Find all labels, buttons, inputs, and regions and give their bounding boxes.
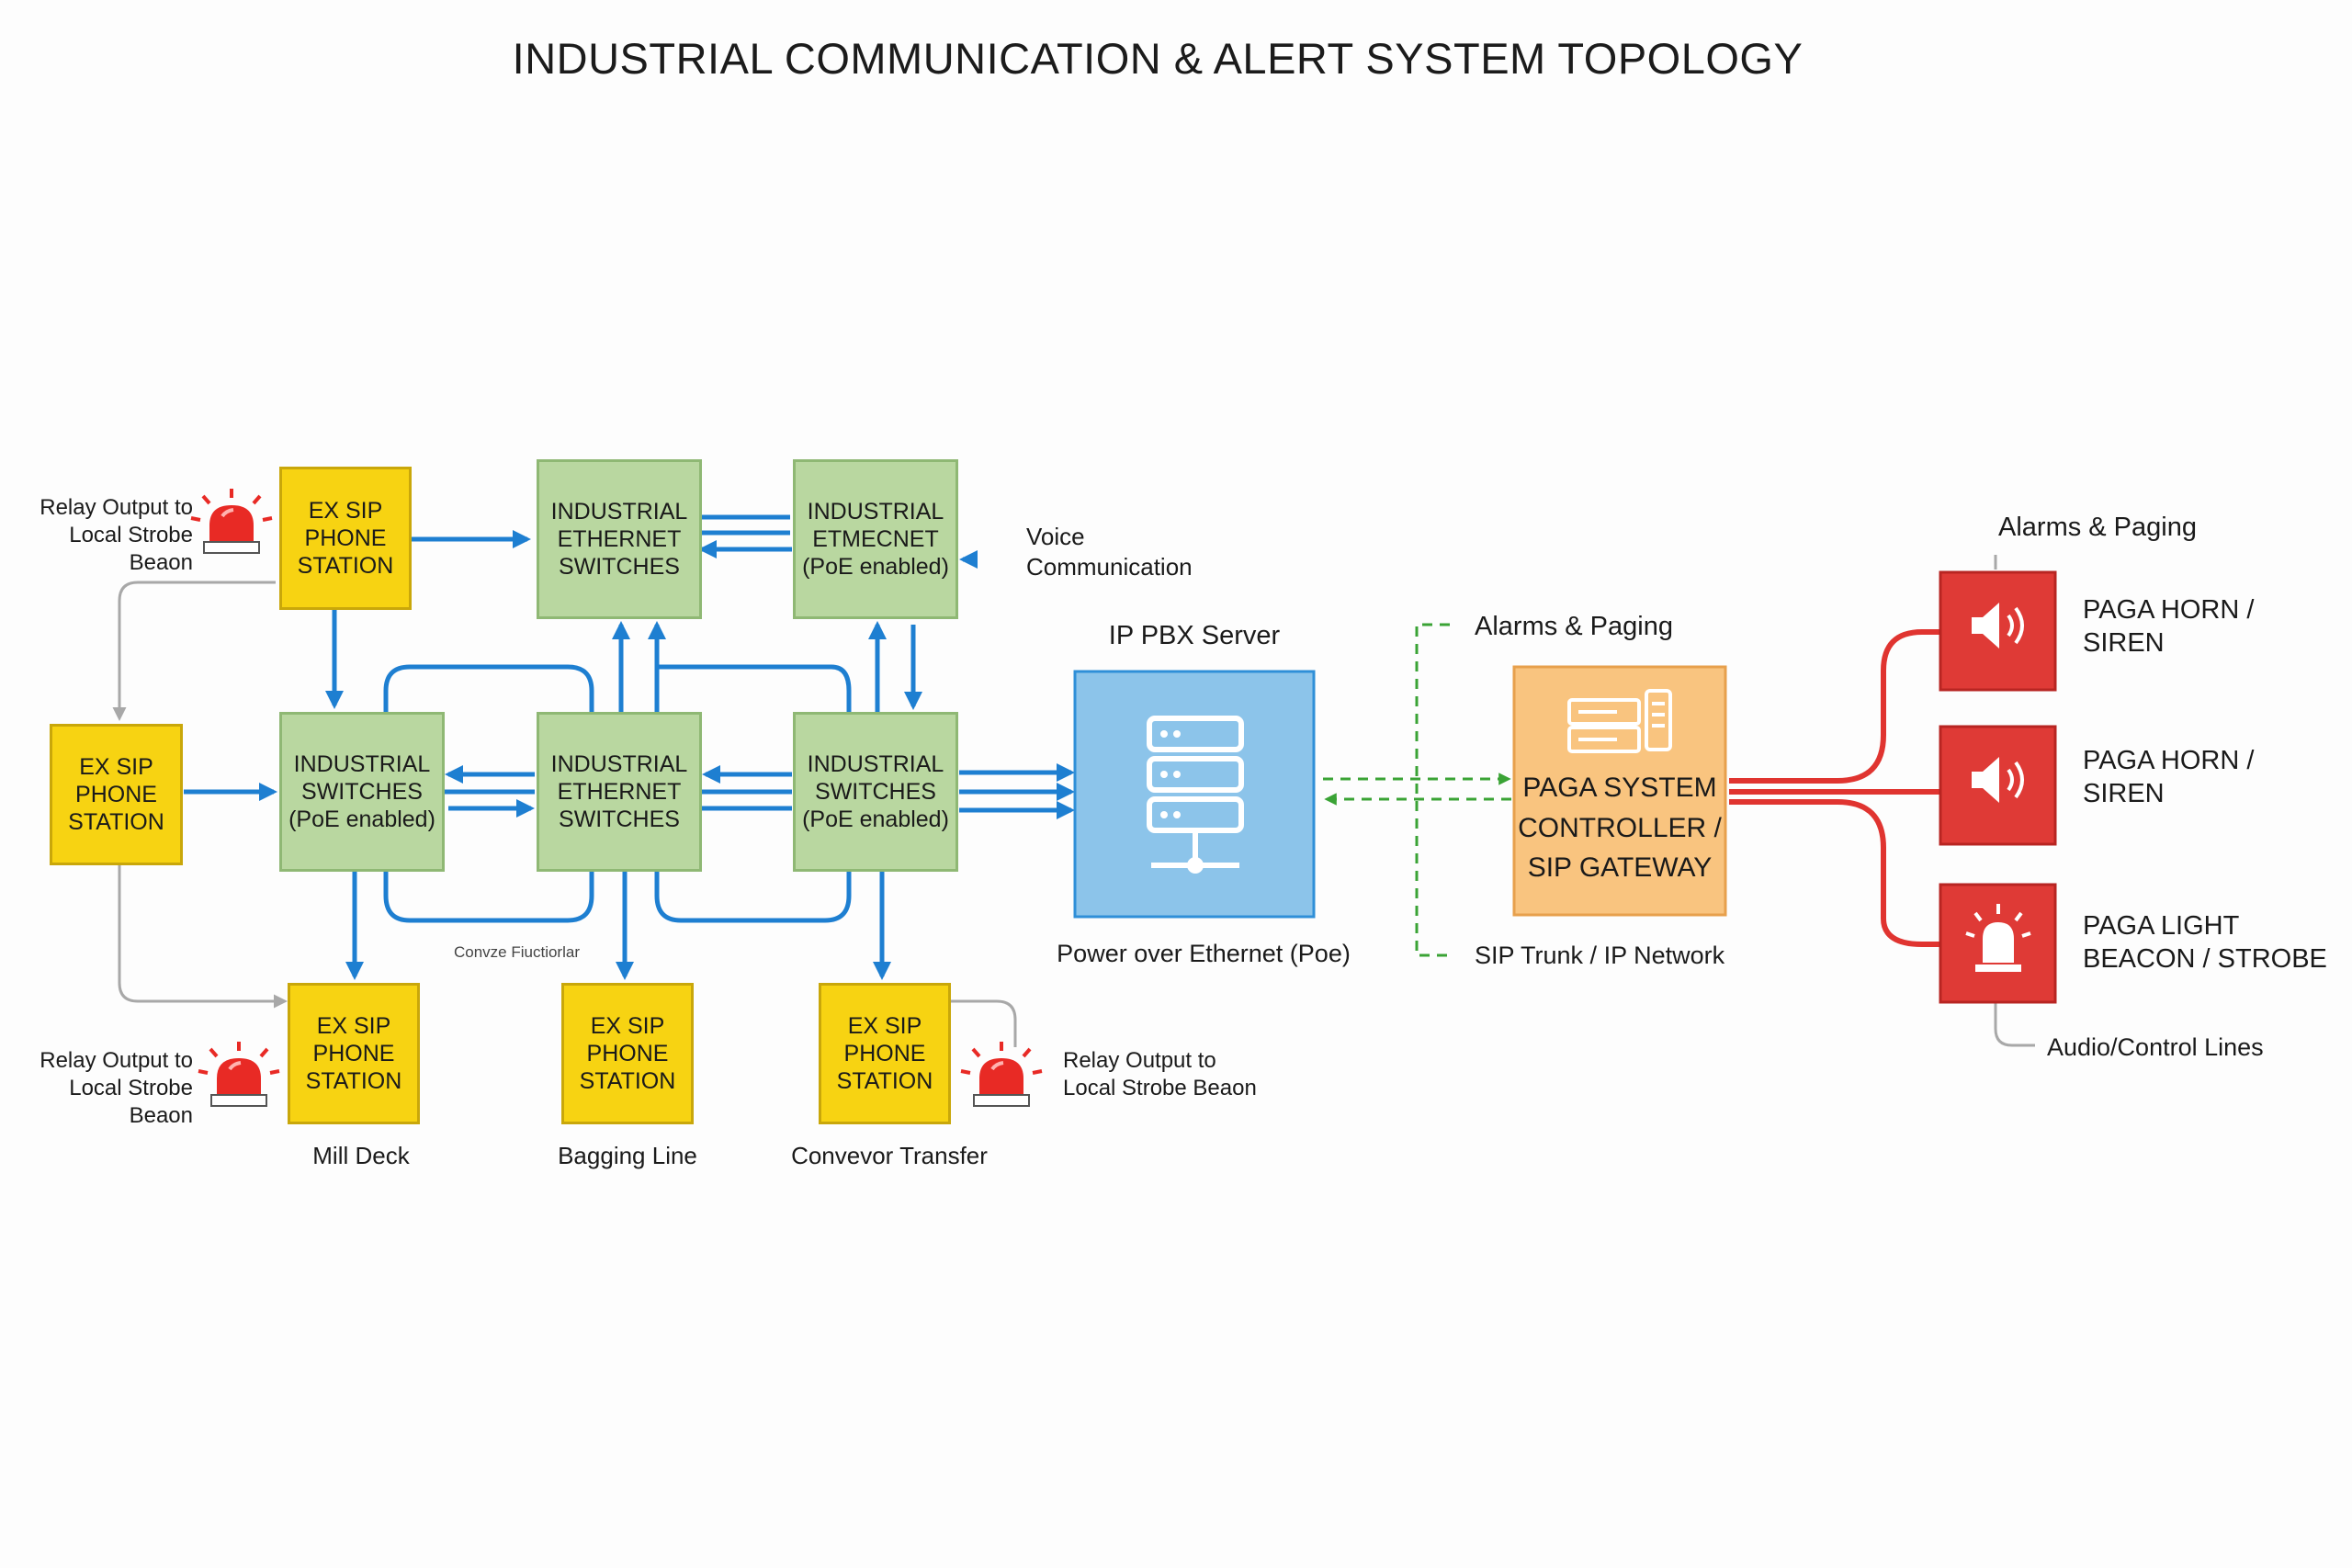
paga-controller-label: PAGA SYSTEM CONTROLLER / SIP GATEWAY — [1518, 773, 1722, 883]
ip-pbx-server — [1073, 670, 1316, 919]
speaker-icon — [1972, 603, 2024, 649]
audio-lines — [1729, 629, 1940, 947]
controller-device-icon — [1567, 689, 1672, 753]
ethernet-links — [184, 514, 1075, 980]
beacon-icon — [1965, 904, 2031, 972]
horn-siren-1-label: PAGA HORN / SIREN — [2083, 595, 2255, 659]
pbx-server-label: IP PBX Server — [1108, 621, 1281, 650]
light-beacon-label: PAGA LIGHT BEACON / STROBE — [2083, 911, 2327, 975]
voice-communication-label: Voice Communication — [1026, 523, 1193, 581]
alarms-paging-mid-label: Alarms & Paging — [1475, 612, 1673, 641]
sip-trunk-label: SIP Trunk / IP Network — [1475, 942, 1725, 969]
phone-station-mill-deck: EX SIP PHONE STATION — [288, 983, 420, 1124]
poe-label: Power over Ethernet (Poe) — [1057, 940, 1351, 967]
bagging-line-label: Bagging Line — [558, 1142, 697, 1169]
strobe-beacon-icon — [960, 1042, 1043, 1107]
paga-controller — [1512, 665, 1727, 917]
page-title: INDUSTRIAL COMMUNICATION & ALERT SYSTEM … — [512, 34, 1804, 83]
conveyor-transfer-label: Convevor Transfer — [791, 1142, 988, 1169]
ip-links — [1323, 623, 1511, 957]
switch-mid-left: INDUSTRIAL SWITCHES (PoE enabled) — [279, 712, 445, 872]
audio-control-lines-label: Audio/Control Lines — [2047, 1033, 2264, 1061]
paga-devices — [1939, 570, 2057, 1004]
phone-station-conveyor: EX SIP PHONE STATION — [819, 983, 951, 1124]
phone-station-bagging-line: EX SIP PHONE STATION — [561, 983, 694, 1124]
switch-top-right: INDUSTRIAL ETMECNET (PoE enabled) — [793, 459, 958, 619]
phone-station-top: EX SIP PHONE STATION — [279, 467, 412, 610]
strobe-beacon-icon — [198, 1042, 280, 1107]
speaker-icon — [1972, 757, 2024, 803]
strobe-beacon-icon — [190, 489, 273, 554]
switch-mid-right: INDUSTRIAL SWITCHES (PoE enabled) — [793, 712, 958, 872]
phone-station-left: EX SIP PHONE STATION — [50, 724, 183, 865]
convergence-label: Convze Fiuctiorlar — [454, 943, 580, 961]
switch-top-left: INDUSTRIAL ETHERNET SWITCHES — [537, 459, 702, 619]
horn-siren-2-label: PAGA HORN / SIREN — [2083, 746, 2255, 809]
mill-deck-label: Mill Deck — [312, 1142, 410, 1169]
relay-label-bottom-right: Relay Output to Local Strobe Beaon — [1063, 1048, 1257, 1100]
strobe-beacon-icons — [190, 489, 1043, 1107]
switch-mid-center: INDUSTRIAL ETHERNET SWITCHES — [537, 712, 702, 872]
alarms-paging-right-label: Alarms & Paging — [1998, 513, 2197, 542]
relay-label-bottom-left: Relay Output to Local Strobe Beaon — [40, 1048, 193, 1128]
relay-label-top-left: Relay Output to Local Strobe Beaon — [40, 495, 193, 575]
relay-connections — [112, 555, 2035, 1047]
